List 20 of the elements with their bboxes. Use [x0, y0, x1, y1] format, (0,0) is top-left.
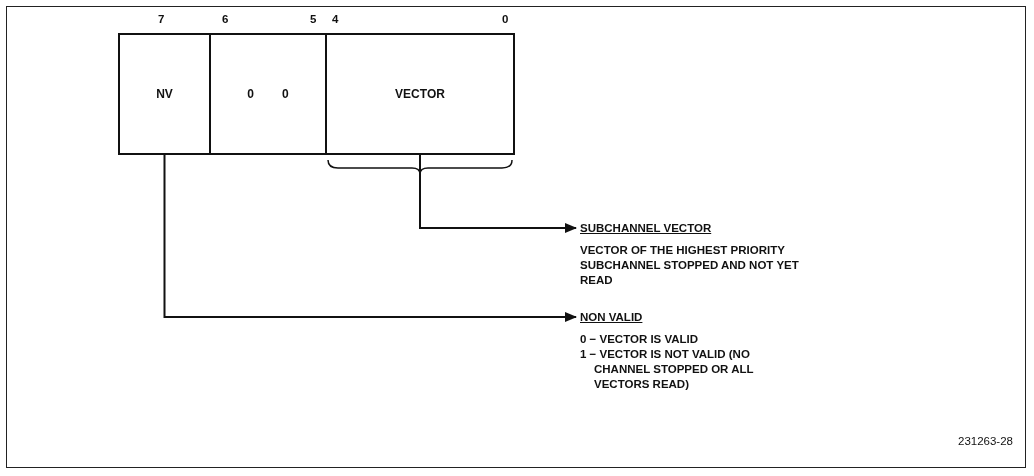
- field-value: VECTOR: [395, 87, 445, 101]
- field-value: 0: [282, 87, 289, 101]
- bit-number: 4: [332, 12, 339, 27]
- register-field: [325, 33, 515, 155]
- description-text: 1 − VECTOR IS NOT VALID (NO CHANNEL STOPPED OR ALL VECTORS READ): [580, 347, 755, 392]
- description-text: 0 − VECTOR IS VALID: [580, 332, 700, 347]
- field-value: 0: [247, 87, 254, 101]
- bit-number: 5: [310, 12, 317, 27]
- field-heading: SUBCHANNEL VECTOR: [580, 221, 713, 236]
- arrow: [163, 154, 577, 322]
- field-value: NV: [156, 87, 173, 101]
- register-field: [209, 33, 327, 155]
- description-text: VECTOR OF THE HIGHEST PRIORITY SUBCHANNEL STOPPED AND NOT YET READ: [580, 243, 800, 288]
- bit-number: 6: [222, 12, 229, 27]
- field-heading: NON VALID: [580, 310, 644, 325]
- bit-number: 7: [158, 12, 165, 27]
- figure-number: 231263-28: [958, 434, 1013, 449]
- arrow: [419, 154, 577, 233]
- bit-number: 0: [502, 12, 509, 27]
- register-field: [118, 33, 211, 155]
